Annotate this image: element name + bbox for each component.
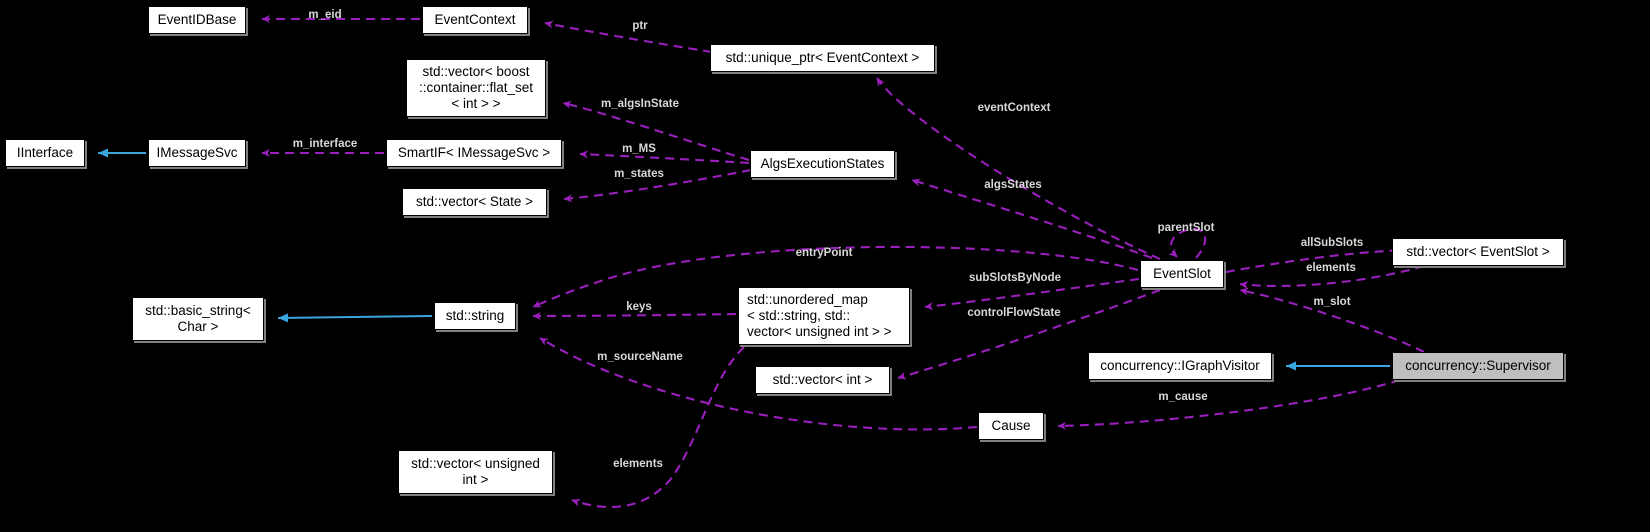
edge-m-states	[563, 168, 752, 203]
edge-m-ms	[579, 150, 750, 165]
edge-elements-right	[1239, 264, 1425, 289]
edge-stdstring-basicstring	[277, 313, 433, 323]
edge-parentslot	[1168, 228, 1207, 259]
node-std-string[interactable]: std::string	[434, 302, 516, 330]
edge-entrypoint	[532, 245, 1139, 308]
node-event-slot[interactable]: EventSlot	[1140, 260, 1224, 288]
node-algs-execution-states[interactable]: AlgsExecutionStates	[750, 150, 895, 178]
node-vector-flat-set[interactable]: std::vector< boost ::container::flat_set…	[406, 59, 546, 117]
edge-eventcontext	[876, 77, 1161, 260]
edge-m-cause	[1057, 378, 1401, 430]
edge-algsstates	[911, 178, 1153, 259]
node-cause[interactable]: Cause	[978, 412, 1044, 440]
node-unique-ptr-event-context[interactable]: std::unique_ptr< EventContext >	[710, 44, 935, 72]
node-supervisor[interactable]: concurrency::Supervisor	[1392, 352, 1564, 380]
node-imessagesvc[interactable]: IMessageSvc	[148, 139, 246, 167]
node-vector-event-slot[interactable]: std::vector< EventSlot >	[1392, 238, 1564, 266]
edge-subslotsbynode	[924, 277, 1140, 311]
node-vector-int[interactable]: std::vector< int >	[755, 366, 890, 394]
node-smartif-imessagesvc[interactable]: SmartIF< IMessageSvc >	[386, 139, 562, 167]
edge-controlflowstate	[897, 289, 1161, 380]
edge-elements-bottom	[571, 346, 745, 509]
edge-allsubslots	[1225, 246, 1407, 274]
edge-m-sourcename	[539, 337, 978, 431]
edge-m-algsinstate	[562, 100, 750, 162]
node-vector-state[interactable]: std::vector< State >	[402, 188, 547, 216]
node-event-context[interactable]: EventContext	[422, 6, 528, 34]
node-basic-string[interactable]: std::basic_string< Char >	[132, 297, 264, 341]
node-iinterface[interactable]: IInterface	[5, 139, 85, 167]
inheritance-edges	[98, 148, 1390, 371]
edge-m-slot	[1239, 287, 1425, 353]
usage-edges	[261, 15, 1425, 509]
edge-ptr	[544, 20, 713, 54]
node-event-id-base[interactable]: EventIDBase	[148, 6, 246, 34]
node-unordered-map[interactable]: std::unordered_map < std::string, std:: …	[738, 287, 910, 345]
node-igraph-visitor[interactable]: concurrency::IGraphVisitor	[1088, 352, 1272, 380]
node-vector-unsigned-int[interactable]: std::vector< unsigned int >	[398, 450, 553, 494]
edge-keys	[532, 311, 737, 320]
